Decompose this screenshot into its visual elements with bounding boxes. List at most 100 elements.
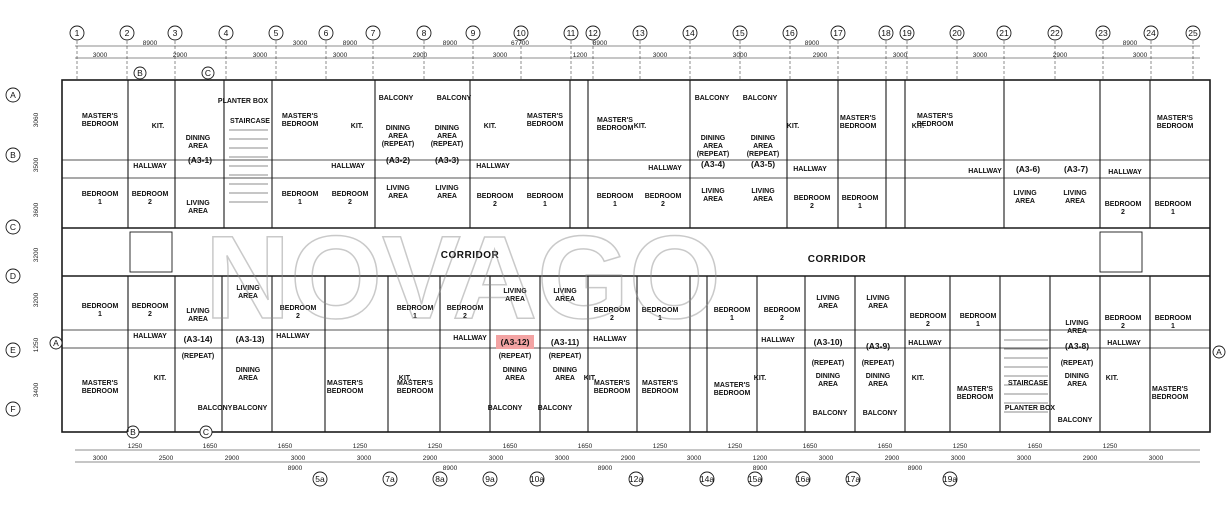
hallway-bottom-1: HALLWAY <box>276 333 310 340</box>
kit-top-4: KIT. <box>787 123 800 130</box>
hallway-bottom-5: HALLWAY <box>908 340 942 347</box>
grid-label-bottom-19a: 19a <box>943 474 957 484</box>
kit-bottom-5: KIT. <box>1106 375 1119 382</box>
section-mark-left-label: A <box>53 338 59 348</box>
dim-top-2-6: 1200 <box>573 52 588 59</box>
balcony-top-3: BALCONY <box>743 95 778 102</box>
dim-bottom-2-1: 2500 <box>159 455 174 462</box>
grid-bubble-1 <box>69 25 85 41</box>
grid-bubble-13 <box>632 25 648 41</box>
grid-bubble-12 <box>585 25 601 41</box>
row-label-E: E <box>10 345 16 355</box>
dim-top-1-3: 8900 <box>443 40 458 47</box>
grid-bubble-10 <box>513 25 529 41</box>
grid-label-bottom-7a: 7a <box>385 474 395 484</box>
sub-bubble-top-0 <box>133 66 147 80</box>
void-left <box>129 231 173 273</box>
grid-label-14: 14 <box>685 28 695 38</box>
row-bubble-B <box>5 147 21 163</box>
grid-label-bottom-15a: 15a <box>748 474 762 484</box>
dim-bottom-2-4: 3000 <box>357 455 372 462</box>
section-mark-right-label: A <box>1216 347 1222 357</box>
grid-bubble-3 <box>167 25 183 41</box>
grid-label-22: 22 <box>1050 28 1060 38</box>
hallway-bottom-4: HALLWAY <box>761 337 795 344</box>
kit-top-2: KIT. <box>484 123 497 130</box>
grid-label-bottom-12a: 12a <box>629 474 643 484</box>
grid-label-3: 3 <box>173 28 178 38</box>
dim-top-1-6: 8900 <box>805 40 820 47</box>
grid-label-11: 11 <box>567 28 576 38</box>
dim-top-2-9: 2900 <box>813 52 828 59</box>
unit-highlight <box>496 335 534 349</box>
grid-label-21: 21 <box>999 28 1009 38</box>
grid-label-18: 18 <box>881 28 891 38</box>
repeat-bottom-5: (REPEAT) <box>1061 360 1094 367</box>
grid-label-5: 5 <box>274 28 279 38</box>
balcony-top-2: BALCONY <box>695 95 730 102</box>
dim-bottom-1-4: 1250 <box>428 443 443 450</box>
row-label-A: A <box>10 90 16 100</box>
dim-bottom-1-1: 1650 <box>203 443 218 450</box>
grid-label-4: 4 <box>224 28 229 38</box>
dim-bottom-2-7: 3000 <box>555 455 570 462</box>
unit-bottom-0: (A3-14) <box>184 334 213 344</box>
dim-bottom-1-0: 1250 <box>128 443 143 450</box>
dim-top-2-7: 3000 <box>653 52 668 59</box>
grid-label-9: 9 <box>471 28 476 38</box>
sub-label-bottom-1: C <box>203 427 209 437</box>
section-mark-left <box>49 336 63 350</box>
unit-bottom-4: (A3-10) <box>814 337 843 347</box>
unit-top-5: (A3-6) <box>1016 164 1040 174</box>
grid-label-17: 17 <box>833 28 843 38</box>
row-bubble-C <box>5 219 21 235</box>
dim-top-2-0: 3000 <box>93 52 108 59</box>
sub-label-top-1: C <box>205 68 211 78</box>
room-top-5: STAIRCASE <box>230 118 270 125</box>
watermark: NOVAGO <box>205 212 721 344</box>
row-bubble-D <box>5 268 21 284</box>
dim-bottom-2-11: 3000 <box>819 455 834 462</box>
unit-bottom-2: (A3-12) <box>501 337 530 347</box>
dim-bottom-3-2: 8900 <box>598 465 613 472</box>
planter-box-top: PLANTER BOX <box>218 98 269 105</box>
kit-top-3: KIT. <box>634 123 647 130</box>
dim-bottom-3-4: 8900 <box>908 465 923 472</box>
dim-bottom-1-2: 1650 <box>278 443 293 450</box>
dim-bottom-3-3: 8900 <box>753 465 768 472</box>
grid-bubble-2 <box>119 25 135 41</box>
dim-side-5: 1250 <box>33 337 40 352</box>
grid-label-23: 23 <box>1098 28 1108 38</box>
grid-bubble-bottom-9a <box>482 471 498 487</box>
row-bubble-E <box>5 342 21 358</box>
dim-side-0: 3060 <box>33 112 40 127</box>
grid-label-10: 10 <box>516 28 526 38</box>
unit-top-1: (A3-2) <box>386 155 410 165</box>
unit-bottom-3: (A3-11) <box>551 337 580 347</box>
hallway-top-5: HALLWAY <box>968 168 1002 175</box>
